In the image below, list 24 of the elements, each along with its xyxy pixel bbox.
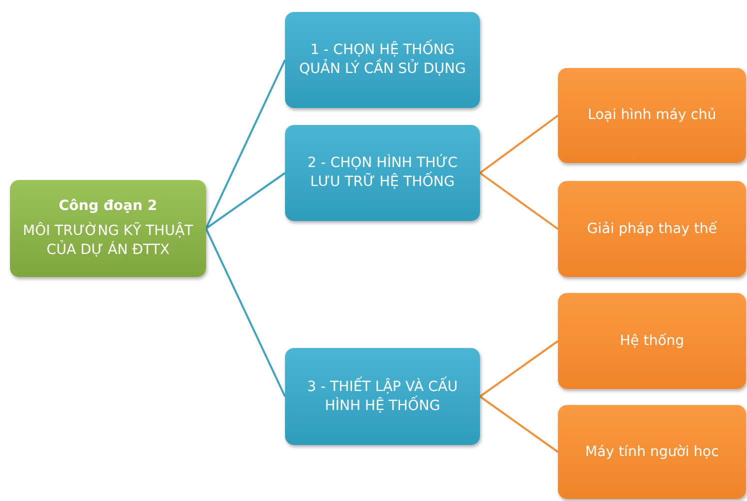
box-title: 1 - CHỌN HỆ THỐNG QUẢN LÝ CẦN SỬ DỤNG — [295, 41, 470, 79]
connector-line — [479, 114, 559, 174]
option-box — [558, 405, 746, 499]
step-box — [285, 125, 480, 221]
stage-box — [10, 180, 206, 277]
step-box — [285, 348, 480, 445]
connector-line — [479, 396, 559, 453]
box-title: 3 - THIẾT LẬP VÀ CẤU HÌNH HỆ THỐNG — [306, 378, 459, 416]
connector-line — [205, 228, 286, 397]
connector-line — [479, 172, 559, 230]
box-title: Loại hình máy chủ — [588, 106, 716, 125]
box-title: Hệ thống — [620, 332, 684, 350]
option-box — [558, 293, 746, 389]
step-box — [285, 12, 480, 108]
option-box — [558, 181, 746, 277]
box-text: MÔI TRƯỜNG KỸ THUẬT CỦA DỰ ÁN ĐTTX — [22, 222, 194, 260]
box-title: Công đoạn 2 — [58, 197, 158, 216]
connector-line — [205, 172, 286, 230]
box-title: 2 - CHỌN HÌNH THỨC LƯU TRỮ HỆ THỐNG — [306, 154, 459, 192]
connector-line — [205, 60, 286, 229]
box-title: Máy tính người học — [585, 442, 719, 462]
option-box — [558, 68, 746, 163]
box-title: Giải pháp thay thế — [587, 220, 717, 238]
connector-line — [479, 340, 559, 398]
